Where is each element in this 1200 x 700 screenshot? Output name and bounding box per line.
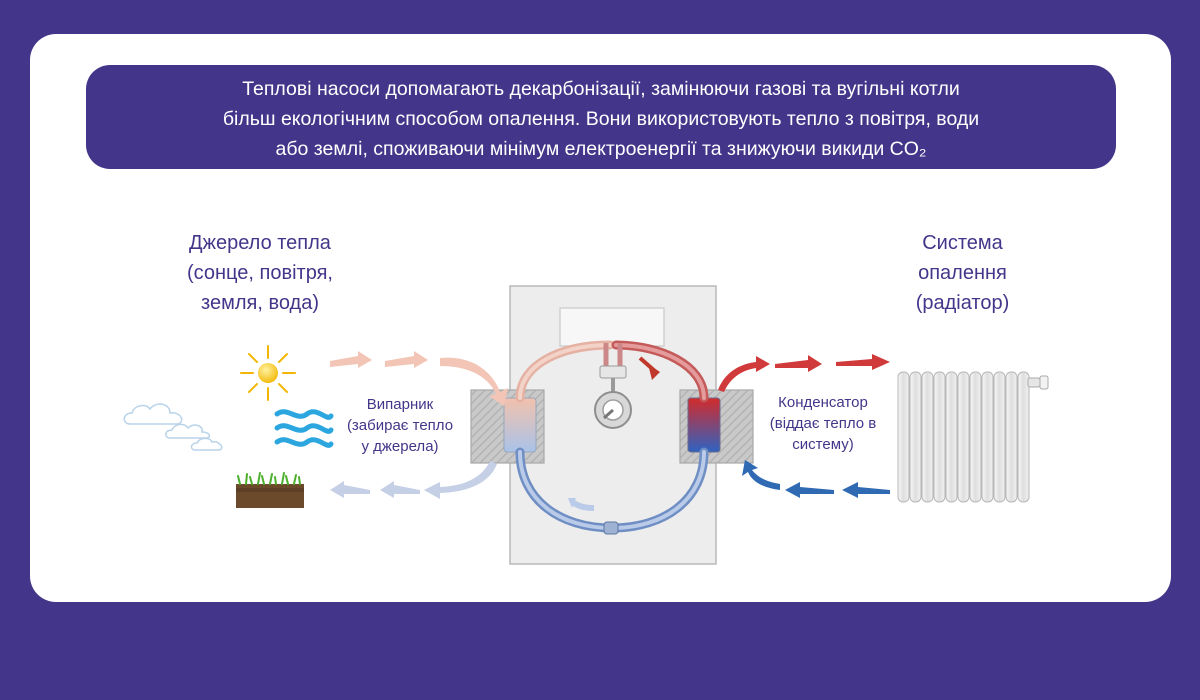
source-return-arrows	[330, 461, 497, 499]
condenser-block	[679, 389, 754, 464]
radiator-icon	[897, 371, 1049, 503]
heat-source-line-3: земля, вода)	[201, 292, 319, 314]
evaporator-block	[470, 389, 545, 464]
cloud-icon	[123, 403, 223, 451]
banner-line-1: Теплові насоси допомагають декарбонізаці…	[242, 78, 960, 100]
heat-source-line-2: (сонце, повітря,	[187, 262, 333, 284]
compressor-icon	[594, 343, 632, 429]
condenser-line-2: (віддає тепло в	[769, 415, 877, 432]
sun-icon	[240, 345, 296, 401]
heat-source-line-1: Джерело тепла	[189, 232, 331, 254]
refrigerant-circuit	[515, 340, 709, 535]
source-heat-arrows-in	[330, 351, 508, 406]
heating-system-line-1: Система	[922, 232, 1003, 254]
system-heat-arrows-out	[718, 354, 890, 392]
heat-source-heading: Джерело тепла (сонце, повітря, земля, во…	[150, 228, 370, 318]
banner-line-2: більш екологічним способом опалення. Вон…	[222, 108, 980, 130]
evaporator-line-1: Випарник	[366, 396, 434, 413]
evaporator-label: Випарник (забирає тепло у джерела)	[330, 394, 470, 457]
evaporator-line-2: (забирає тепло	[346, 417, 454, 434]
heating-system-heading: Система опалення (радіатор)	[855, 228, 1070, 318]
circuit-arrow-cold	[570, 499, 595, 511]
air-waves-icon	[274, 409, 334, 448]
soil-icon	[236, 472, 304, 508]
condenser-line-3: систему)	[792, 436, 854, 453]
heating-system-line-2: опалення	[918, 262, 1007, 284]
system-return-arrows-in	[742, 460, 890, 498]
heating-system-line-3: (радіатор)	[915, 292, 1010, 314]
condenser-line-1: Конденсатор	[778, 394, 868, 411]
intro-banner: Теплові насоси допомагають декарбонізаці…	[86, 65, 1116, 169]
evaporator-line-3: у джерела)	[361, 438, 439, 455]
banner-line-3: або землі, споживаючи мінімум електроене…	[275, 138, 927, 160]
condenser-label: Конденсатор (віддає тепло в систему)	[752, 392, 894, 455]
